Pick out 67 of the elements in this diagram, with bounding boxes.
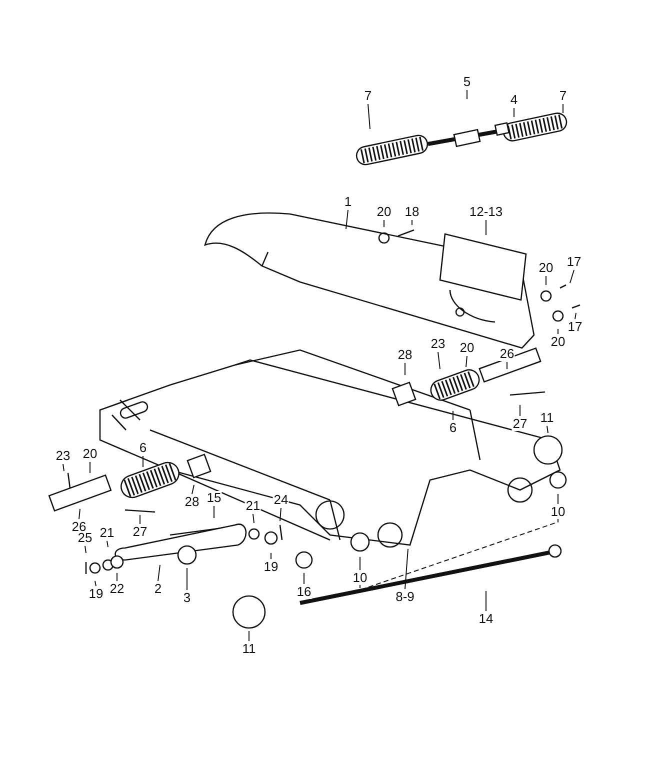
callout-number: 20 [458, 341, 476, 355]
callout-number: 2 [153, 582, 163, 596]
leader-line [252, 514, 254, 524]
leader-line [192, 484, 194, 494]
leader-line [466, 356, 468, 368]
leader-line [106, 540, 108, 548]
leader-line [466, 90, 468, 100]
callout-number: 10 [352, 571, 368, 585]
leader-line [158, 564, 160, 582]
leader-line [368, 104, 370, 130]
callout-number: 20 [538, 261, 554, 275]
callout-number: 20 [376, 205, 392, 219]
callout-number: 21 [244, 499, 262, 513]
callout-number: 6 [138, 441, 148, 455]
callout-number: 20 [82, 447, 98, 461]
leader-line [142, 456, 144, 468]
callout-number: 21 [98, 526, 116, 540]
leader-line [574, 312, 576, 320]
leader-line [116, 572, 118, 582]
callout-number: 20 [550, 335, 566, 349]
callout-number: 1 [343, 195, 353, 209]
leader-line [438, 352, 440, 370]
callout-number: 19 [262, 560, 280, 574]
callout-number: 11 [539, 411, 555, 425]
callout-number: 3 [182, 591, 192, 605]
leader-line [452, 410, 454, 420]
leader-line [562, 104, 564, 114]
leader-line [78, 508, 80, 520]
callout-number: 23 [430, 337, 446, 351]
callout-number: 7 [558, 89, 568, 103]
leader-line [570, 270, 574, 284]
callout-number: 23 [54, 449, 72, 463]
leader-line [280, 508, 282, 522]
leader-line [546, 426, 548, 434]
leader-line [186, 568, 188, 590]
callout-number: 22 [108, 582, 126, 596]
leader-line [270, 552, 272, 560]
callout-number: 28 [396, 348, 414, 362]
leader-line [62, 464, 64, 472]
leader-line [404, 362, 406, 376]
callout-number: 26 [498, 347, 516, 361]
callout-number: 10 [550, 505, 566, 519]
leader-line [248, 630, 250, 642]
callout-number: 5 [462, 75, 472, 89]
callout-number: 25 [76, 531, 94, 545]
callout-number: 7 [363, 89, 373, 103]
callout-number: 19 [88, 587, 104, 601]
callout-number: 27 [512, 417, 528, 431]
callout-number: 15 [206, 491, 222, 505]
callout-number: 14 [478, 612, 494, 626]
callout-number: 17 [566, 255, 582, 269]
leader-line [404, 548, 408, 590]
callout-number: 24 [272, 493, 290, 507]
leader-line [506, 362, 508, 370]
callout-number: 17 [566, 320, 584, 334]
callout-number: 12-13 [468, 205, 504, 219]
leader-line [94, 580, 96, 586]
callout-number: 8-9 [394, 590, 416, 604]
callout-number: 28 [184, 495, 200, 509]
leader-line [346, 210, 348, 230]
callout-number: 11 [241, 642, 257, 656]
callout-number: 4 [509, 93, 519, 107]
callout-number: 27 [132, 525, 148, 539]
callout-number: 6 [448, 421, 458, 435]
callout-number: 18 [404, 205, 420, 219]
callout-number: 16 [296, 585, 312, 599]
leader-line [84, 546, 86, 554]
